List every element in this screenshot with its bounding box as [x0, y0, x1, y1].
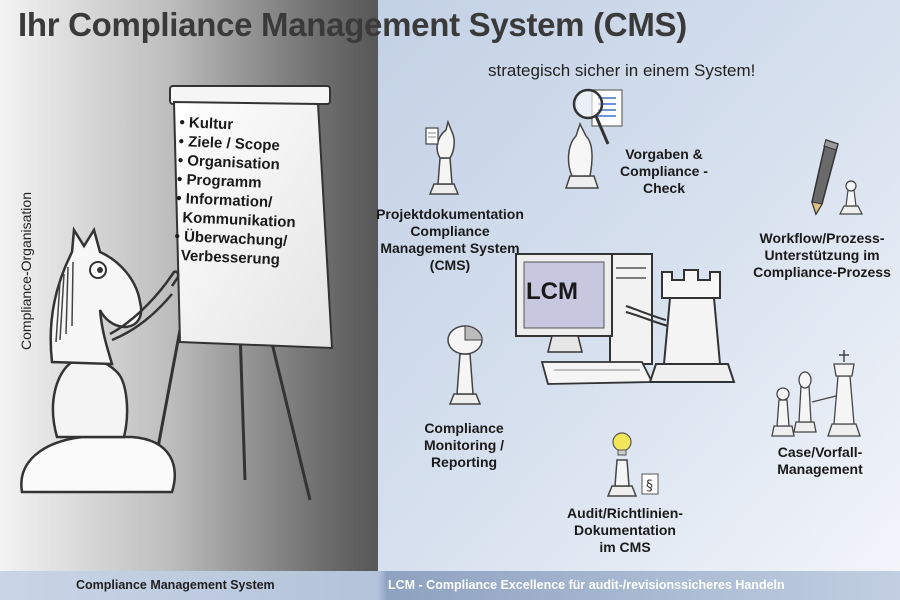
chess-pieces-icon: [771, 350, 861, 437]
svg-text:§: §: [646, 478, 653, 494]
page-title: Ihr Compliance Management System (CMS): [18, 6, 687, 43]
side-label: Compliance-Organisation: [18, 192, 34, 350]
knight-icon: [20, 226, 180, 494]
footer-left-text: Compliance Management System: [76, 578, 275, 592]
label-vorgaben: Vorgaben &Compliance -Check: [620, 146, 708, 196]
chart-pawn-icon: [447, 325, 483, 405]
document-pawn-icon: [425, 119, 460, 195]
page-subtitle: strategisch sicher in einem System!: [488, 61, 756, 80]
footer-right-text: LCM - Compliance Excellence für audit-/r…: [388, 578, 785, 592]
pencil-icon: [811, 139, 863, 216]
flipchart-list: • Kultur • Ziele / Scope • Organisation …: [173, 113, 319, 271]
computer-icon: [515, 253, 736, 385]
magnifier-icon: [564, 88, 623, 189]
lightbulb-icon: §: [606, 432, 659, 497]
label-case: Case/Vorfall-Management: [777, 444, 863, 477]
monitor-label: LCM: [526, 278, 578, 305]
flipchart-icon: [148, 85, 334, 501]
